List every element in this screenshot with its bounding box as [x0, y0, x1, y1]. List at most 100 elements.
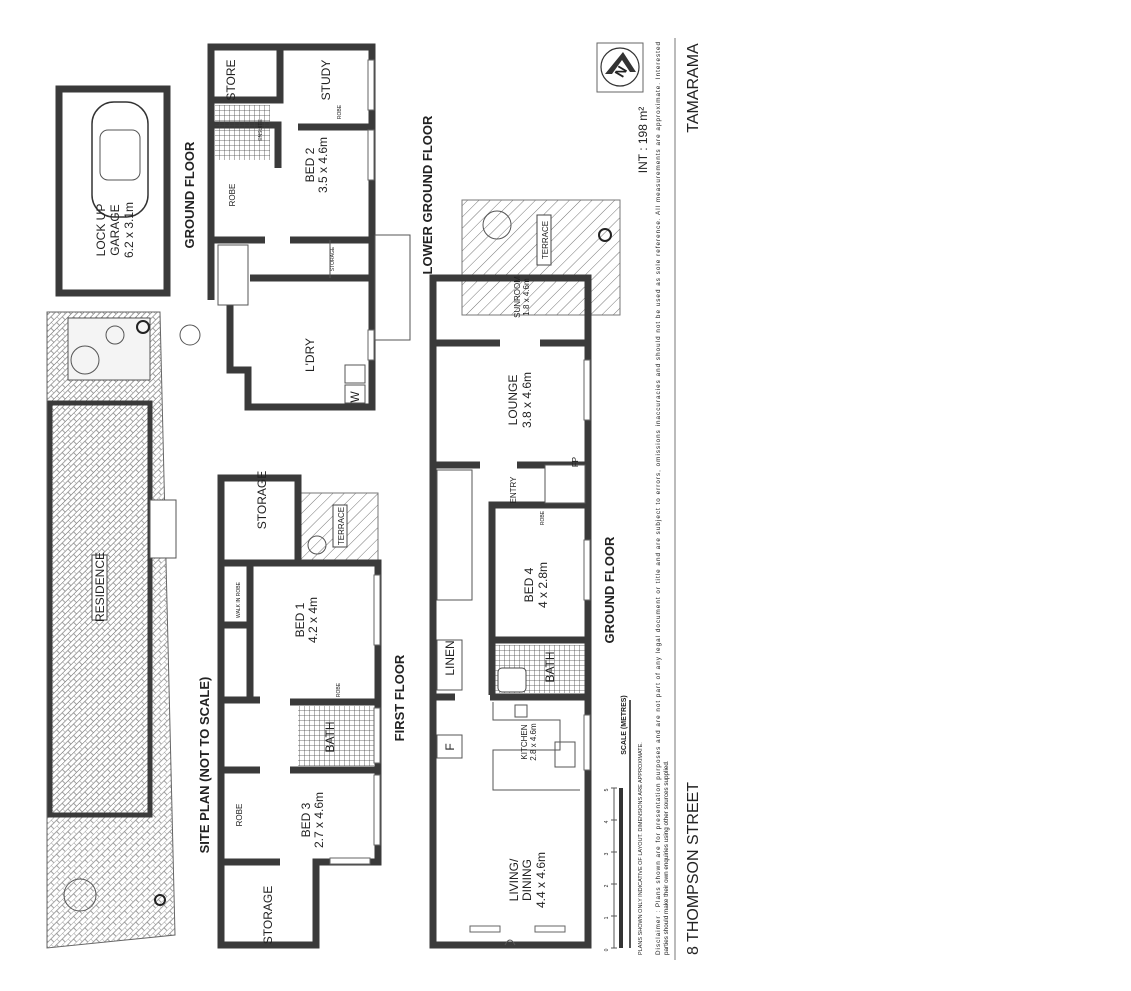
window [367, 129, 375, 181]
room-dims-bed2: 3.5 x 4.6m [316, 137, 330, 193]
scale-tick-label: 5 [604, 788, 610, 791]
room-label-lounge: LOUNGE [506, 375, 520, 426]
fern-icon [179, 324, 201, 346]
floor-title-ground-rear: GROUND FLOOR [182, 141, 197, 248]
window [534, 925, 566, 933]
window [329, 857, 371, 865]
disclaimer-line-2: parties should make their own enquiries … [663, 760, 670, 955]
floor-title-lower-ground: LOWER GROUND FLOOR [420, 115, 435, 274]
shrub-icon [105, 325, 125, 345]
fridge-label: F [443, 743, 457, 750]
room-label-study: STUDY [319, 60, 333, 101]
north-arrow-box [596, 42, 644, 93]
french-doors [504, 939, 516, 946]
title-block: N INT : 198 m² PLANS SHOWN ONLY INDICATI… [596, 38, 702, 960]
room-label-sunroom: SUNROOM [513, 276, 522, 318]
room-label-storage: STORAGE [330, 246, 336, 271]
indicative-note: PLANS SHOWN ONLY INDICATIVE OF LAYOUT. D… [638, 742, 644, 955]
room-label-bath: BATH [543, 651, 557, 682]
fireplace-label: FP [571, 457, 580, 467]
room-label-kitchen: KITCHEN [520, 724, 529, 759]
room-dims-living: 4.4 x 4.6m [534, 852, 548, 908]
scale-label: SCALE (METRES) [621, 695, 628, 755]
room-label-robe: ROBE [235, 804, 244, 827]
room-label-linen: LINEN [443, 640, 457, 675]
room-label-dining: DINING [520, 859, 534, 901]
room-dims-bed3: 2.7 x 4.6m [312, 792, 326, 848]
window [373, 707, 381, 764]
car-roof-icon [99, 129, 141, 181]
site-stairs [149, 499, 177, 559]
room-dims-kitchen: 2.8 x 4.6m [529, 723, 538, 761]
suburb-title: TAMARAMA [685, 43, 702, 133]
external-stairs [374, 234, 411, 341]
bath-tiles [298, 706, 374, 766]
laundry-sink [344, 364, 366, 384]
garage-label-1: LOCK UP [94, 204, 108, 257]
address-title: 8 THOMPSON STREET [685, 782, 702, 955]
room-label-robe: ROBE [337, 104, 343, 119]
ensuite-tiles [215, 105, 270, 160]
scale-tick-label: 4 [604, 820, 610, 823]
garage: LOCK UP GARAGE 6.2 x 3.1m [55, 85, 171, 297]
window [583, 714, 591, 771]
residence-label-box [91, 554, 108, 621]
garage-dims: 6.2 x 3.1m [122, 202, 136, 258]
window [367, 59, 375, 111]
room-label-store: STORE [224, 59, 238, 100]
room-label-laundry: L'DRY [303, 338, 317, 372]
room-label-bed2: BED 2 [303, 147, 317, 182]
room-label-storage: STORAGE [255, 471, 269, 529]
tree-icon [63, 878, 97, 912]
internal-stairs [217, 244, 249, 306]
washer-label: W [348, 391, 362, 403]
room-label-bed3: BED 3 [299, 802, 313, 837]
scale-tick-label: 3 [604, 852, 610, 855]
room-label-bath: BATH [323, 721, 337, 752]
scale-tick-label: 0 [604, 948, 610, 951]
site-plan: RESIDENCE SITE PLAN (NOT TO SCALE) [46, 311, 212, 949]
disclaimer-line-1: Disclaimer : Plans shown are for present… [655, 42, 662, 955]
room-label-storage: STORAGE [261, 886, 275, 944]
window [583, 539, 591, 601]
room-label-living: LIVING/ [507, 858, 521, 901]
room-label-robe: ROBE [228, 184, 237, 207]
room-label-terrace: TERRACE [337, 507, 346, 545]
ground-floor-plan: TERRACE SUNROOM 1.8 x 4.6m LOUNGE 3.8 x … [429, 199, 621, 949]
garage-label-2: GARAGE [108, 204, 122, 255]
linen-cupboard [436, 639, 463, 691]
window [469, 925, 501, 933]
room-label-walk-in-robe: WALK IN ROBE [236, 581, 242, 618]
internal-stairs [436, 469, 473, 601]
cooktop-icon [514, 704, 528, 718]
room-label-robe: ROBE [336, 682, 342, 697]
residence-footprint [47, 400, 153, 818]
plant-icon [136, 320, 150, 334]
fridge [436, 734, 463, 759]
room-label-terrace: TERRACE [541, 221, 550, 259]
window [373, 574, 381, 646]
north-arrow-icon [600, 47, 640, 87]
scale-bar: 0 1 2 3 4 5 SCALE (METRES) [604, 695, 631, 951]
site-plan-title: SITE PLAN (NOT TO SCALE) [197, 677, 212, 854]
residence-label: RESIDENCE [93, 552, 107, 622]
entry-stairs [544, 464, 586, 504]
kitchen-sink-icon [554, 741, 576, 768]
room-dims-bed4: 4 x 2.8m [536, 562, 550, 608]
scale-tick-label: 2 [604, 884, 610, 887]
scale-tick-label: 1 [604, 916, 610, 919]
terrace-label-box [536, 214, 552, 266]
room-label-entry: ENTRY [509, 476, 518, 504]
tree-icon [70, 345, 100, 375]
terrace-label-box [332, 504, 348, 548]
room-dims-bed1: 4.2 x 4m [306, 597, 320, 643]
room-label-ensuite: ENSUITE [258, 119, 264, 141]
room-label-bed1: BED 1 [293, 602, 307, 637]
plant-icon [154, 894, 166, 906]
internal-area: INT : 198 m² [636, 107, 650, 173]
floor-title-first: FIRST FLOOR [392, 654, 407, 741]
room-dims-sunroom: 1.8 x 4.6m [522, 278, 531, 316]
room-label-bed4: BED 4 [522, 567, 536, 602]
plant-icon [307, 535, 327, 555]
